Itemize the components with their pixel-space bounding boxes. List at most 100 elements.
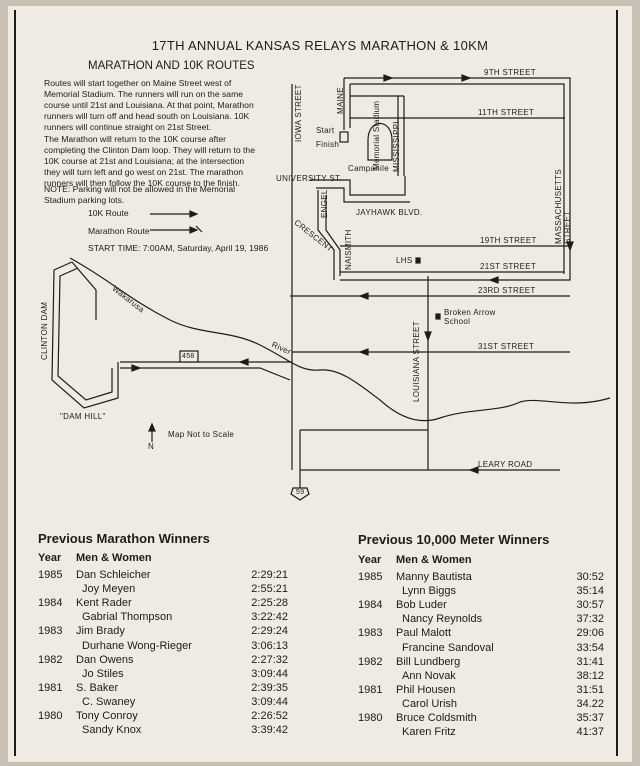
row-name: Lynn Biggs xyxy=(402,585,457,598)
label-memorial-stadium: Memorial Stadium xyxy=(372,100,381,170)
text-line: they will turn left and go west on 21st.… xyxy=(44,167,244,177)
row-year: 1980 xyxy=(358,712,383,724)
text-line: 10K course at 21st and Louisiana; at the… xyxy=(44,156,245,166)
row-time: 2:29:21 xyxy=(251,569,288,581)
arrow-icon xyxy=(358,348,369,356)
table-row: Gabrial Thompson 3:22:42 xyxy=(38,611,290,625)
table-row: Ann Novak 38:12 xyxy=(358,670,610,684)
text-line: runners will continue straight on 21st S… xyxy=(44,122,212,132)
clinton-dam-loop xyxy=(51,261,119,409)
row-time: 2:27:32 xyxy=(251,653,288,666)
highway-458-return xyxy=(120,367,291,381)
table-row: Carol Urish 34.22 xyxy=(358,698,610,712)
street-university-jayhawk xyxy=(310,176,406,196)
page-title: 17TH ANNUAL KANSAS RELAYS MARATHON & 10K… xyxy=(151,38,489,53)
label-mississippi: MISSISSIPPI xyxy=(392,121,401,172)
dam-road xyxy=(71,261,97,320)
row-name: Phil Housen xyxy=(396,683,456,696)
return-description-paragraph: The Marathon will return to the 10K cour… xyxy=(44,134,294,189)
text-line: NOTE: Parking will not be allowed in the… xyxy=(44,184,236,194)
label-north: N xyxy=(148,442,155,451)
route-map xyxy=(51,74,611,501)
row-name: Karen Fritz xyxy=(402,726,456,739)
arrow-icon xyxy=(566,241,574,252)
row-name: Bob Luder xyxy=(396,599,447,612)
row-time: 34.22 xyxy=(576,697,604,710)
row-name: Joy Meyen xyxy=(82,583,136,596)
label-maine: MAINE xyxy=(336,87,345,114)
row-name: Kent Rader xyxy=(76,597,132,610)
label-21st-street: 21ST STREET xyxy=(480,262,537,271)
row-name: C. Swaney xyxy=(82,695,136,708)
street-naismith xyxy=(325,195,341,276)
lhs-building-icon xyxy=(415,257,421,264)
parking-note: NOTE: Parking will not be allowed in the… xyxy=(44,184,294,206)
row-time: 41:37 xyxy=(576,726,604,739)
row-name: Dan Schleicher xyxy=(76,569,151,581)
marathon-names-header: Men & Women xyxy=(76,552,152,564)
row-name: Carol Urish xyxy=(402,697,458,710)
label-11th-street: 11TH STREET xyxy=(478,108,535,117)
label-university-st: UNIVERSITY ST. xyxy=(276,174,342,183)
row-time: 31:41 xyxy=(576,655,604,668)
label-not-to-scale: Map Not to Scale xyxy=(168,430,235,439)
row-year: 1984 xyxy=(358,599,383,612)
row-time: 29:06 xyxy=(576,627,604,640)
row-time: 3:22:42 xyxy=(251,611,288,624)
row-year: 1980 xyxy=(38,710,63,722)
label-31st-street: 31ST STREET xyxy=(478,342,535,351)
text-line: course until 21st and Louisiana. At that… xyxy=(44,100,254,110)
left-border-rule xyxy=(14,10,16,756)
arrow-icon xyxy=(383,74,394,82)
row-name: Durhane Wong-Rieger xyxy=(82,639,192,652)
row-name: Francine Sandoval xyxy=(402,641,494,654)
table-row: Francine Sandoval 33:54 xyxy=(358,642,610,656)
text-line: runners will turn off and head south on … xyxy=(44,111,250,121)
row-time: 35:14 xyxy=(576,585,604,598)
street-crescent xyxy=(317,190,335,280)
label-hwy-458: 458 xyxy=(182,353,195,360)
arrow-icon xyxy=(189,210,199,218)
wakarusa-river xyxy=(69,257,611,422)
right-border-rule xyxy=(616,10,618,756)
label-naismith: NAISMITH xyxy=(344,229,353,270)
row-time: 38:12 xyxy=(576,669,604,682)
arrow-icon xyxy=(238,358,249,366)
legend-10k-label: 10K Route xyxy=(88,208,129,218)
row-time: 33:54 xyxy=(576,641,604,654)
label-campanile: Campanile xyxy=(348,164,389,173)
tenk-names-header: Men & Women xyxy=(396,554,472,566)
row-name: Ann Novak xyxy=(402,669,456,682)
arrow-icon xyxy=(189,226,199,234)
table-row: Karen Fritz 41:37 xyxy=(358,726,610,740)
row-name: Sandy Knox xyxy=(82,724,142,737)
north-arrow-icon xyxy=(148,422,156,432)
row-name: S. Baker xyxy=(76,681,119,694)
highway-458-shield xyxy=(179,350,199,363)
stadium-loop xyxy=(367,123,393,161)
label-leary-road: LEARY ROAD xyxy=(478,460,533,469)
legend-tick xyxy=(195,225,203,233)
text-line: The Marathon will return to the 10K cour… xyxy=(44,134,226,144)
tenk-year-header: Year xyxy=(358,554,382,566)
row-name: Gabrial Thompson xyxy=(82,611,173,624)
label-9th-street: 9TH STREET xyxy=(484,68,536,77)
arrow-icon xyxy=(488,276,499,284)
label-dam-hill: "DAM HILL" xyxy=(60,412,106,421)
row-year: 1984 xyxy=(38,597,63,610)
row-time: 3:09:44 xyxy=(251,667,288,680)
row-year: 1983 xyxy=(38,625,63,638)
row-name: Bruce Coldsmith xyxy=(396,712,477,724)
row-time: 30:57 xyxy=(576,599,604,612)
text-line: Stadium parking lots. xyxy=(44,195,125,205)
label-jayhawk-blvd: JAYHAWK BLVD. xyxy=(356,208,423,217)
label-start: Start xyxy=(316,126,335,135)
row-name: Manny Bautista xyxy=(396,571,472,583)
table-row: 1984 Bob Luder 30:57 xyxy=(358,599,610,613)
